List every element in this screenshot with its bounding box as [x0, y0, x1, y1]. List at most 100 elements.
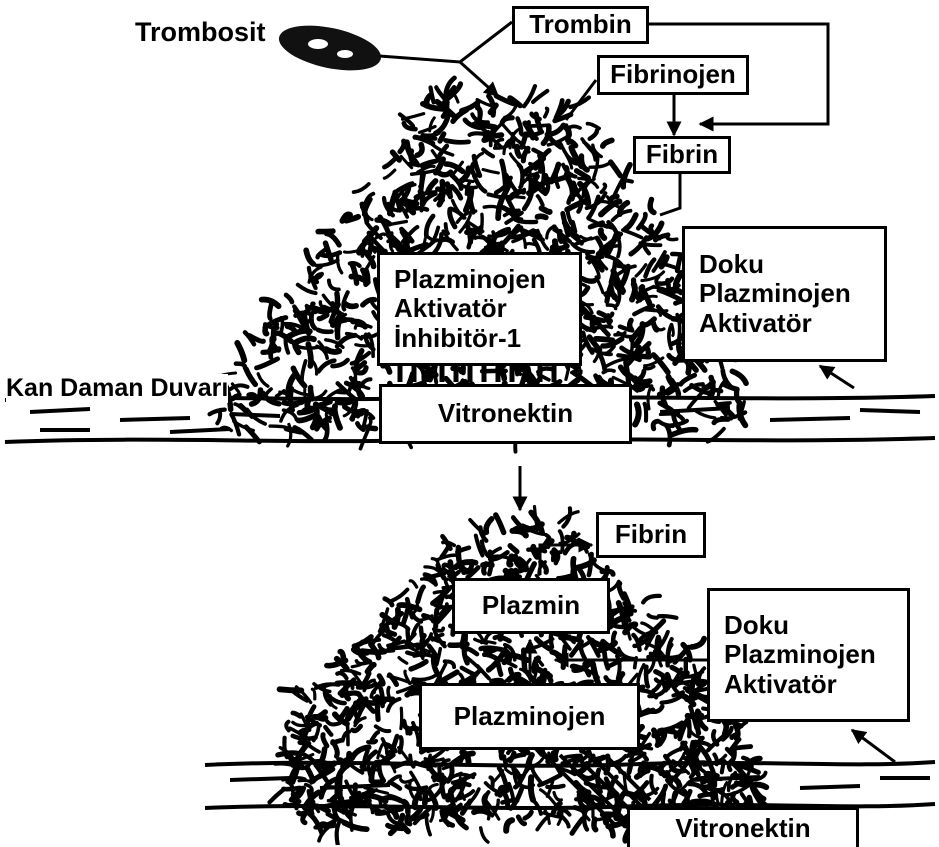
clot-strand	[572, 819, 583, 834]
clot-strand	[407, 208, 427, 210]
clot-strand	[399, 658, 407, 664]
clot-strand	[467, 649, 477, 654]
clot-strand	[692, 639, 704, 647]
trombin-box: Trombin	[512, 6, 649, 44]
clot-strand	[538, 216, 546, 217]
tpa-top-arrow	[820, 366, 854, 388]
clot-strand	[280, 689, 302, 690]
clot-strand	[407, 142, 417, 164]
clot-strand	[688, 713, 699, 716]
clot-strand	[286, 722, 288, 731]
clot-strand	[426, 96, 430, 106]
pai1-line-3: İnhibitör-1	[394, 324, 521, 353]
clot-strand	[325, 727, 331, 735]
clot-strand	[483, 564, 492, 565]
trombosit-clot-arrow	[460, 62, 498, 96]
clot-strand	[481, 828, 488, 842]
clot-strand	[582, 279, 594, 282]
clot-strand	[606, 294, 614, 298]
clot-strand	[496, 515, 504, 533]
clot-strand	[506, 820, 512, 831]
clot-strand	[656, 637, 659, 654]
clot-strand	[286, 336, 289, 353]
clot-strand	[526, 243, 535, 244]
clot-strand	[648, 615, 657, 618]
clot-strand	[510, 546, 517, 552]
plazminojen-box: Plazminojen	[419, 683, 640, 750]
clot-strand	[352, 264, 357, 283]
clot-strand	[286, 295, 292, 302]
clot-strand	[603, 370, 614, 372]
clot-strand	[429, 228, 438, 246]
clot-strand	[308, 344, 311, 366]
clot-strand	[420, 127, 436, 133]
clot-strand	[346, 217, 358, 221]
clot-strand	[440, 239, 453, 242]
clot-strand	[336, 392, 350, 393]
clot-strand	[596, 339, 613, 340]
clot-strand	[716, 794, 720, 804]
clot-strand	[485, 649, 496, 651]
clot-strand	[236, 364, 245, 369]
clot-strand	[696, 411, 715, 418]
clot-strand	[386, 625, 390, 636]
clot-strand	[607, 305, 615, 308]
clot-strand	[293, 713, 300, 716]
clot-strand	[270, 426, 285, 427]
clot-strand	[277, 391, 284, 396]
clot-strand	[689, 721, 690, 737]
clot-strand	[371, 763, 376, 781]
clot-strand	[338, 402, 351, 403]
clot-strand	[498, 663, 501, 675]
clot-strand	[530, 164, 540, 166]
clot-strand	[669, 377, 676, 387]
trombosit-icon	[275, 18, 385, 79]
clot-strand	[724, 384, 737, 389]
clot-strand	[681, 375, 695, 384]
clot-strand	[319, 315, 327, 319]
clot-strand	[327, 721, 340, 724]
clot-strand	[581, 237, 595, 240]
tpa-bottom-arrow	[852, 730, 895, 762]
clot-strand	[618, 333, 635, 337]
clot-strand	[653, 421, 658, 429]
clot-strand	[603, 140, 612, 146]
clot-strand	[483, 150, 493, 157]
clot-strand	[440, 134, 444, 141]
clot-strand	[593, 664, 598, 683]
clot-strand	[589, 554, 592, 575]
clot-strand	[542, 208, 550, 212]
tpa-box-top: Doku Plazminojen Aktivatör	[682, 226, 887, 362]
clot-strand	[608, 244, 617, 246]
clot-strand	[646, 667, 648, 687]
clot-strand	[524, 650, 525, 670]
clot-strand	[474, 811, 489, 813]
clot-strand	[333, 741, 341, 744]
tpa-bottom-line-1: Doku	[724, 611, 789, 640]
clot-strand	[492, 681, 501, 682]
clot-strand	[510, 753, 514, 761]
clot-strand	[542, 160, 544, 183]
clot-strand	[439, 172, 451, 175]
clot-strand	[573, 222, 575, 231]
clot-strand	[431, 809, 434, 821]
clot-strand	[407, 786, 427, 789]
clot-strand	[672, 430, 695, 435]
clot-strand	[353, 726, 361, 731]
clot-strand	[672, 326, 673, 336]
clot-strand	[643, 596, 660, 603]
clot-strand	[342, 693, 359, 695]
clot-strand	[735, 747, 751, 749]
clot-strand	[404, 722, 408, 729]
clot-strand	[505, 768, 511, 773]
fibrin-box-top: Fibrin	[633, 136, 731, 174]
clot-strand	[384, 157, 396, 167]
clot-strand	[287, 326, 294, 330]
clot-strand	[491, 548, 501, 555]
clot-strand	[545, 108, 548, 116]
clot-strand	[425, 791, 426, 804]
clot-strand	[368, 665, 374, 672]
clot-strand	[326, 349, 339, 352]
clot-strand	[446, 140, 469, 142]
